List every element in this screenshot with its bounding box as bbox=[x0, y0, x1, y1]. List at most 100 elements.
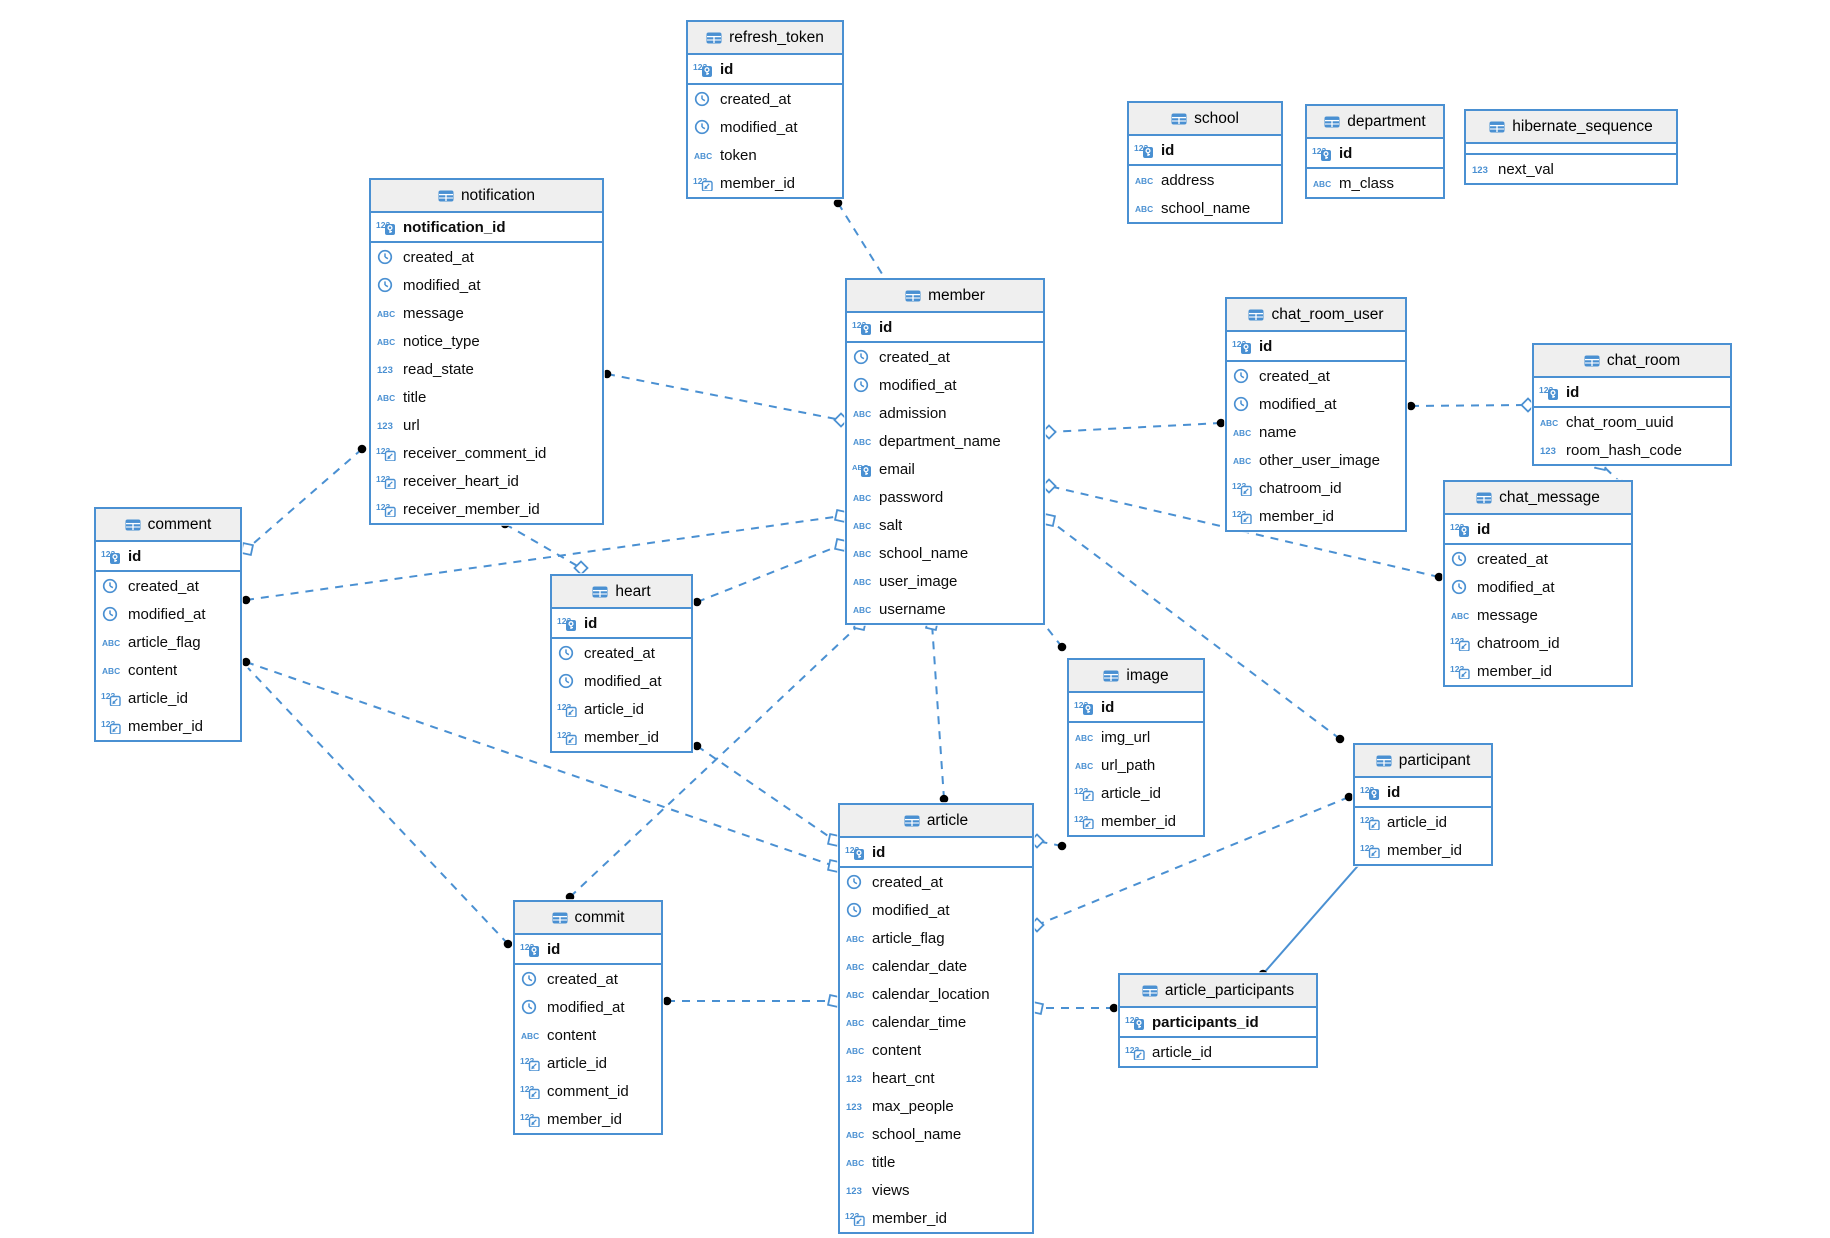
table-header[interactable]: member bbox=[847, 280, 1043, 313]
cardinality-dot-marker bbox=[565, 892, 575, 902]
cardinality-dot-marker bbox=[241, 595, 251, 605]
column-name: url_path bbox=[1101, 756, 1156, 774]
column-name: other_user_image bbox=[1259, 451, 1380, 469]
column-name: admission bbox=[879, 404, 947, 422]
numeric-type-icon: 123 bbox=[845, 1098, 872, 1114]
column-name: created_at bbox=[403, 248, 474, 266]
svg-text:ABC: ABC bbox=[853, 549, 871, 559]
column-row: created_at bbox=[847, 343, 1043, 371]
relationship-line bbox=[245, 661, 835, 867]
table-header[interactable]: comment bbox=[96, 509, 240, 542]
relationship-line bbox=[1048, 422, 1222, 433]
text-type-icon: ABC bbox=[376, 305, 403, 321]
primary-key-icon: 123 bbox=[376, 219, 403, 235]
numeric-type-icon: 123 bbox=[376, 417, 403, 433]
primary-key-icon: 123 bbox=[693, 61, 720, 77]
text-type-icon: ABC bbox=[1232, 452, 1259, 468]
column-name: modified_at bbox=[403, 276, 481, 294]
table-header[interactable]: school bbox=[1129, 103, 1281, 136]
table-header[interactable]: refresh_token bbox=[688, 22, 842, 55]
relationship-refresh_token-member bbox=[833, 198, 885, 278]
column-name: calendar_location bbox=[872, 985, 990, 1003]
cardinality-dot-marker bbox=[662, 996, 672, 1006]
table-header[interactable]: hibernate_sequence bbox=[1466, 111, 1676, 144]
column-name: member_id bbox=[720, 174, 796, 192]
table-name: school bbox=[1194, 109, 1239, 127]
text-type-icon: ABC bbox=[693, 147, 720, 163]
column-name: created_at bbox=[1477, 550, 1548, 568]
table-header[interactable]: heart bbox=[552, 576, 691, 609]
table-header[interactable]: commit bbox=[515, 902, 661, 935]
table-header[interactable]: chat_room bbox=[1534, 345, 1730, 378]
svg-text:123: 123 bbox=[1232, 339, 1246, 349]
text-type-icon: ABC bbox=[845, 986, 872, 1002]
cardinality-dot-marker bbox=[357, 444, 367, 454]
table-header[interactable]: chat_room_user bbox=[1227, 299, 1405, 332]
column-row: modified_at bbox=[1445, 573, 1631, 601]
relationship-line bbox=[245, 515, 842, 601]
table-header[interactable]: department bbox=[1307, 106, 1443, 139]
text-type-icon: ABC bbox=[1074, 729, 1101, 745]
column-name: username bbox=[879, 600, 946, 618]
table-header[interactable]: image bbox=[1069, 660, 1203, 693]
datetime-type-icon bbox=[1232, 368, 1259, 384]
table-icon bbox=[125, 519, 141, 531]
column-name: modified_at bbox=[584, 672, 662, 690]
column-name: title bbox=[872, 1153, 896, 1171]
cardinality-dot-marker bbox=[1057, 841, 1067, 851]
svg-text:ABC: ABC bbox=[846, 934, 864, 944]
table-header[interactable]: chat_message bbox=[1445, 482, 1631, 515]
column-name: article_id bbox=[1387, 813, 1448, 831]
relationship-article-member bbox=[925, 617, 949, 804]
table-header[interactable]: participant bbox=[1355, 745, 1491, 778]
table-header[interactable]: notification bbox=[371, 180, 602, 213]
table-header[interactable]: article_participants bbox=[1120, 975, 1316, 1008]
column-name: id bbox=[584, 614, 598, 632]
table-header[interactable]: article bbox=[840, 805, 1032, 838]
svg-text:123: 123 bbox=[1074, 786, 1088, 796]
column-name: chatroom_id bbox=[1477, 634, 1560, 652]
cardinality-dot-marker bbox=[833, 198, 843, 208]
